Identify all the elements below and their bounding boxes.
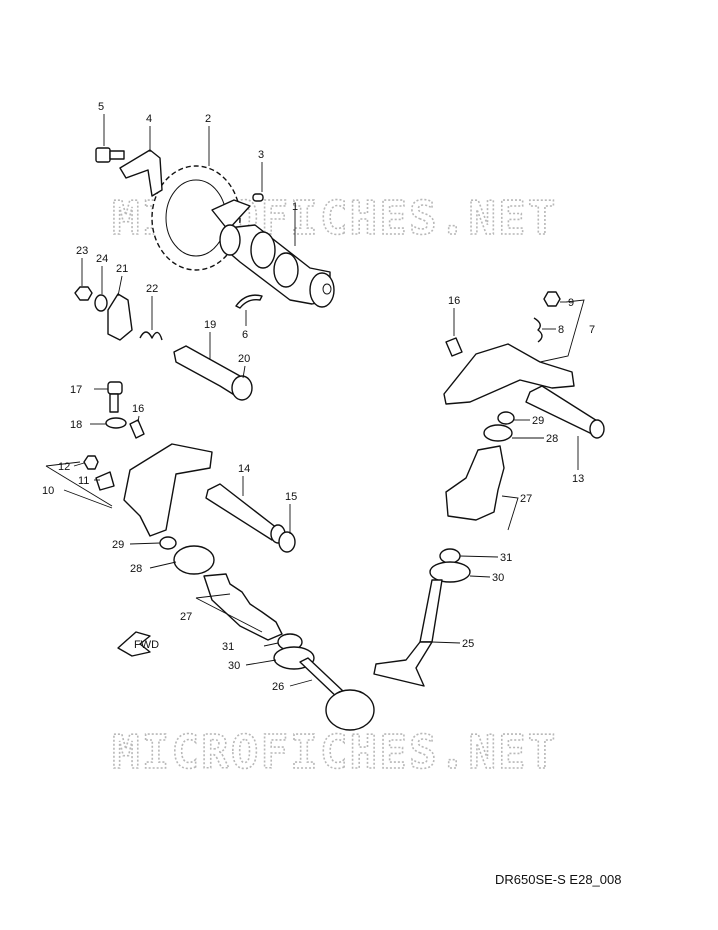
callout-15: 15 (285, 491, 297, 503)
callout-8: 8 (558, 324, 564, 336)
retainer-28-right (483, 424, 513, 442)
callout-9: 9 (568, 297, 574, 309)
callout-17: 17 (70, 384, 82, 396)
callout-16-right: 16 (448, 295, 460, 307)
lever-21 (107, 293, 133, 341)
callout-31-left: 31 (222, 641, 234, 653)
cap-16-right (445, 337, 463, 357)
screw-11 (95, 471, 115, 491)
callout-5: 5 (98, 101, 104, 113)
callout-12: 12 (58, 461, 70, 473)
callout-22: 22 (146, 283, 158, 295)
valve-26 (299, 657, 375, 731)
callout-18: 18 (70, 419, 82, 431)
fwd-arrow: FWD (117, 631, 159, 657)
callout-30-left: 30 (228, 660, 240, 672)
rocker-arm-7 (443, 343, 575, 405)
callout-26: 26 (272, 681, 284, 693)
callout-16-left: 16 (132, 403, 144, 415)
camshaft (211, 199, 335, 308)
bracket-4 (119, 149, 163, 197)
callout-11: 11 (78, 475, 89, 487)
callout-19: 19 (204, 319, 216, 331)
rocker-shaft-14 (205, 483, 286, 544)
part-numbers: 5 4 2 3 1 23 24 21 22 6 19 20 17 16 18 1… (42, 101, 595, 693)
spring-27-right (445, 445, 505, 521)
cotter-29-right (497, 411, 515, 425)
seal-31-right (439, 548, 461, 564)
callout-27-right: 27 (520, 493, 532, 505)
nut-23 (74, 286, 93, 301)
callout-14: 14 (238, 463, 250, 475)
callout-20: 20 (238, 353, 250, 365)
callout-27-left: 27 (180, 611, 192, 623)
cap-16-left (129, 419, 145, 439)
callout-3: 3 (258, 149, 264, 161)
callout-7: 7 (589, 324, 595, 336)
nut-9 (543, 291, 561, 307)
washer-24 (94, 294, 108, 312)
cam-sprocket (151, 165, 241, 271)
spring-22 (139, 331, 163, 341)
callout-29-right: 29 (532, 415, 544, 427)
rocker-shaft-13 (525, 385, 605, 439)
watermark-bottom: MICROFICHES.NET (112, 725, 557, 779)
callout-1: 1 (292, 201, 298, 213)
callout-21: 21 (116, 263, 128, 275)
callout-23: 23 (76, 245, 88, 257)
callout-25: 25 (462, 638, 474, 650)
bolt-17 (107, 381, 123, 413)
diagram-code: DR650SE-S E28_008 (495, 872, 621, 887)
callout-28-left: 28 (130, 563, 142, 575)
callout-28-right: 28 (546, 433, 558, 445)
pin-3 (252, 193, 264, 202)
clip-6 (235, 294, 263, 309)
fwd-label: FWD (134, 639, 159, 651)
callout-2: 2 (205, 113, 211, 125)
shaft-19 (173, 345, 253, 401)
callout-6: 6 (242, 329, 248, 341)
spring-27-left (203, 573, 283, 641)
valve-25 (373, 579, 443, 687)
o-ring-15 (278, 531, 296, 553)
seat-30-right (429, 561, 471, 583)
callout-10: 10 (42, 485, 54, 497)
nut-12 (83, 455, 99, 470)
callout-29-left: 29 (112, 539, 124, 551)
callout-31-right: 31 (500, 552, 512, 564)
retainer-28-left (173, 545, 215, 575)
screw-8 (533, 317, 543, 343)
rocker-arm-10 (123, 443, 213, 537)
washer-18 (105, 417, 127, 429)
leader-lines (45, 114, 585, 687)
callout-30-right: 30 (492, 572, 504, 584)
callout-4: 4 (146, 113, 152, 125)
callout-13: 13 (572, 473, 584, 485)
cotter-29-left (159, 536, 177, 550)
callout-24: 24 (96, 253, 108, 265)
bolt-5 (95, 147, 125, 163)
